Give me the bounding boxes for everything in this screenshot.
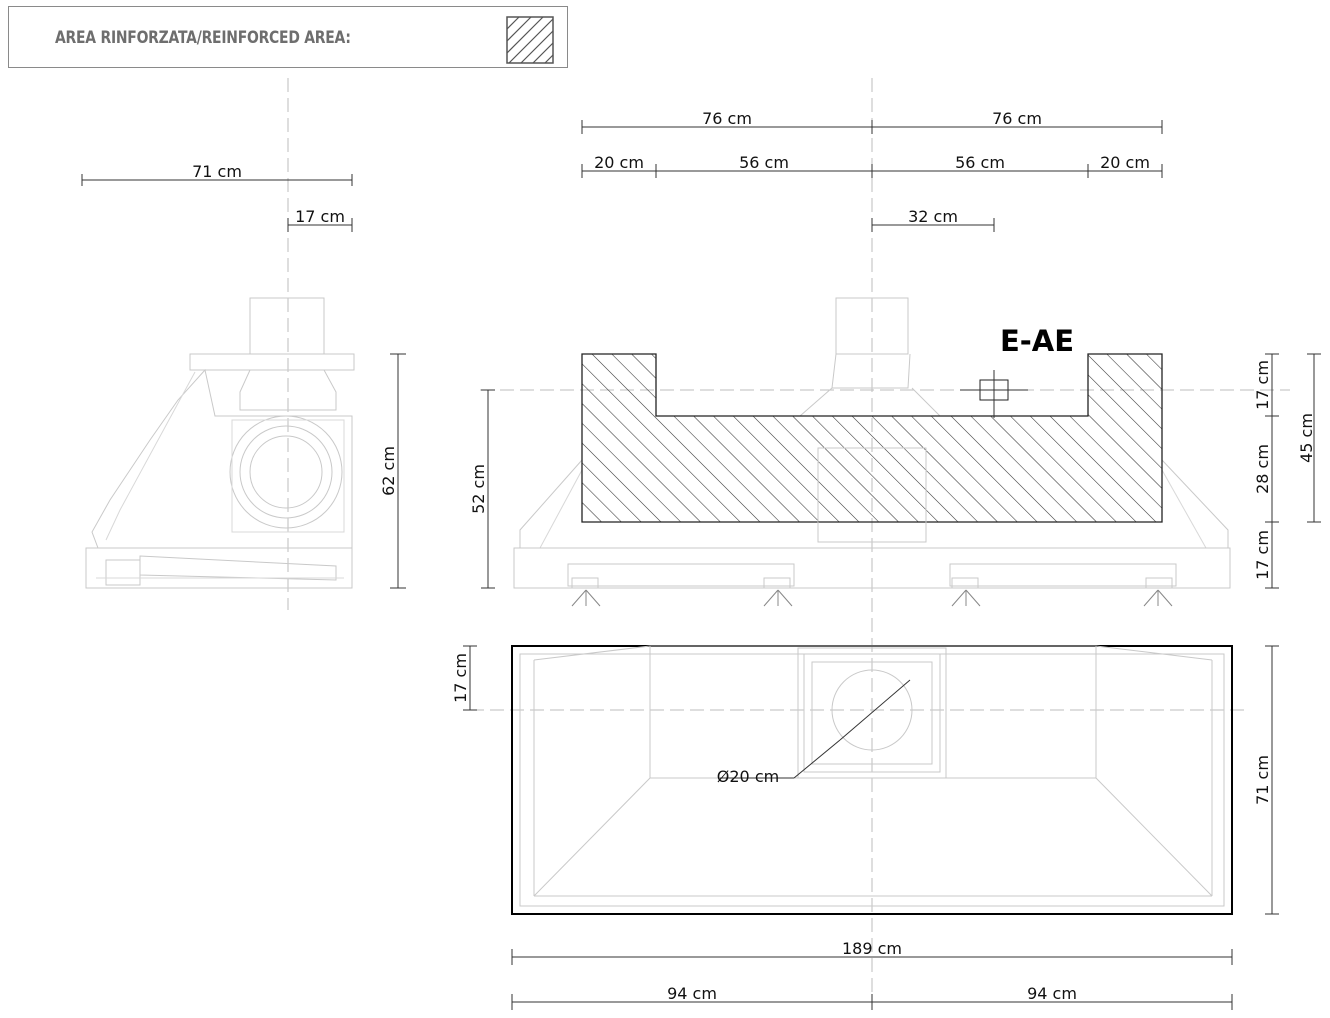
top-depth-label: 71 cm: [1253, 755, 1272, 805]
center-axes: [287, 78, 1290, 1010]
front-right-total-label: 45 cm: [1297, 413, 1316, 463]
front-left-height-label: 52 cm: [469, 464, 488, 514]
top-front-offset-label: 17 cm: [451, 653, 470, 703]
top-half-right-label: 94 cm: [1027, 984, 1077, 1003]
top-half-left-label: 94 cm: [667, 984, 717, 1003]
legend-label: AREA RINFORZATA/REINFORCED AREA:: [55, 28, 351, 48]
top-dimensions: 17 cm 71 cm 189 cm 94 cm 94 cm: [451, 645, 1279, 1010]
hatch-swatch: [506, 16, 554, 64]
duct-diameter-label: Ø20 cm: [717, 767, 779, 786]
front-edge-right-label: 20 cm: [1100, 153, 1150, 172]
front-inner-right-label: 56 cm: [955, 153, 1005, 172]
front-half-right-label: 76 cm: [992, 109, 1042, 128]
mount-offset-label: 32 cm: [908, 207, 958, 226]
side-view: [85, 297, 355, 589]
front-inner-left-label: 56 cm: [739, 153, 789, 172]
top-view: Ø20 cm: [511, 645, 1233, 915]
side-offset-label: 17 cm: [295, 207, 345, 226]
legend-box: AREA RINFORZATA/REINFORCED AREA:: [8, 6, 568, 68]
front-seg-top-label: 17 cm: [1253, 360, 1272, 410]
front-edge-left-label: 20 cm: [594, 153, 644, 172]
reinforced-area: [581, 353, 1163, 523]
front-seg-middle-label: 28 cm: [1253, 444, 1272, 494]
front-view: E-AE: [513, 297, 1231, 607]
mount-code-label: E-AE: [1000, 324, 1074, 358]
front-seg-bottom-label: 17 cm: [1253, 530, 1272, 580]
front-dimensions: 76 cm 76 cm 20 cm 56 cm 56 cm 20 cm 32 c…: [469, 109, 1321, 589]
side-width-label: 71 cm: [192, 162, 242, 181]
side-dimensions: 71 cm 17 cm 62 cm: [81, 162, 406, 589]
front-half-left-label: 76 cm: [702, 109, 752, 128]
top-width-label: 189 cm: [842, 939, 902, 958]
side-height-label: 62 cm: [379, 446, 398, 496]
